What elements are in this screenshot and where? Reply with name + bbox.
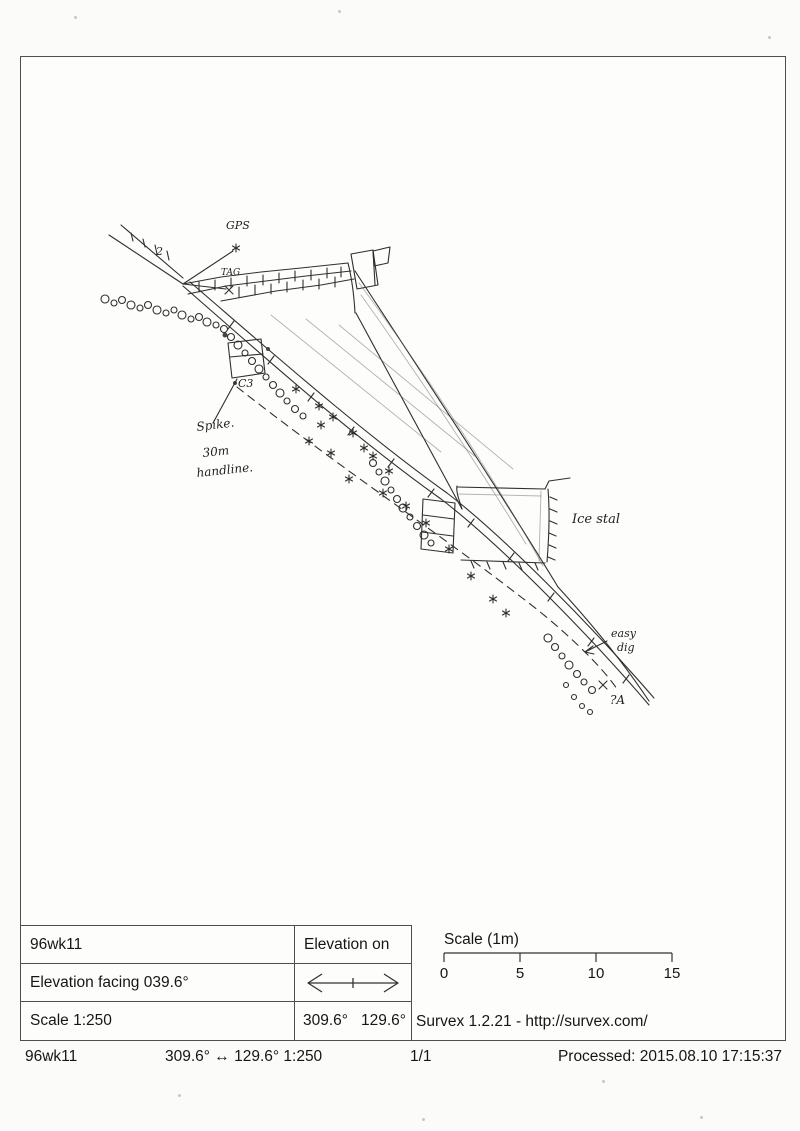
scan-speck (700, 1116, 703, 1119)
station-cross-tag (224, 285, 234, 295)
station-cross-a (598, 680, 608, 690)
footer-processed-timestamp: Processed: 2015.08.10 17:15:37 (557, 1048, 782, 1065)
elevation-on-label: Elevation on (294, 926, 411, 964)
station-cross-gps (231, 243, 241, 253)
scan-speck (74, 16, 77, 19)
label-station-a: ?A (610, 693, 625, 707)
label-dig: dig (617, 641, 635, 654)
scale-bar (443, 952, 673, 962)
elevation-direction-arrow-icon (307, 972, 399, 993)
sketch-labels: GPS 2 TAG C3 Spike. 30m handline. Ice st… (155, 219, 637, 707)
footer-page-number: 1/1 (410, 1048, 432, 1065)
label-easy: easy (611, 627, 637, 640)
scale-tick-0: 0 (439, 965, 449, 982)
footer-bearing-scale: 309.6° ↔ 129.6° 1:250 (165, 1048, 323, 1065)
leader-lines (212, 378, 608, 655)
label-ice-stal: Ice stal (571, 512, 620, 527)
survex-credit: Survex 1.2.21 - http://survex.com/ (416, 1013, 648, 1030)
scale-tick-15: 15 (663, 965, 681, 982)
label-station-2: 2 (155, 245, 163, 258)
step-box (420, 498, 456, 554)
elevation-facing-label: Elevation facing 039.6° (21, 964, 294, 1002)
ice-stal-wall (456, 477, 571, 571)
scale-bar-title: Scale (1m) (444, 931, 519, 948)
cave-sketch-drawing: GPS 2 TAG C3 Spike. 30m handline. Ice st… (100, 219, 655, 716)
bearing-left: 309.6° (303, 1012, 348, 1029)
label-gps: GPS (226, 219, 250, 232)
scale-tick-5: 5 (515, 965, 525, 982)
surface-lines (108, 224, 184, 285)
bearings-cell: 309.6° 129.6° (294, 1002, 411, 1040)
label-tag: TAG (221, 268, 240, 278)
page-frame: GPS 2 TAG C3 Spike. 30m handline. Ice st… (20, 56, 786, 1041)
label-spike: Spike. (196, 415, 235, 434)
elevation-direction-cell (294, 964, 411, 1002)
survey-name: 96wk11 (21, 926, 294, 964)
top-wall-band (182, 262, 356, 314)
scale-tick-10: 10 (587, 965, 605, 982)
slope-face-curves (270, 270, 559, 588)
entrance-structure (350, 246, 391, 290)
scale-label: Scale 1:250 (30, 1012, 112, 1029)
handline-dashed-line (236, 386, 618, 690)
survey-leg-lines (182, 250, 234, 290)
c3-box (227, 338, 266, 379)
bearing-right: 129.6° (361, 1012, 406, 1029)
scan-speck (602, 1080, 605, 1083)
boulder-chains (100, 294, 597, 716)
label-handline-length: 30m (202, 443, 230, 460)
scan-speck (178, 1094, 181, 1097)
scan-speck (46, 1058, 49, 1061)
passage-wall-lines (182, 281, 655, 706)
scan-speck (422, 1118, 425, 1121)
scan-speck (768, 36, 771, 39)
label-c3: C3 (238, 377, 253, 390)
scan-speck (338, 10, 341, 13)
footer-survey-name: 96wk11 (25, 1048, 78, 1065)
label-handline: handline. (196, 460, 254, 480)
title-block: 96wk11 Elevation on Elevation facing 039… (21, 925, 412, 1040)
